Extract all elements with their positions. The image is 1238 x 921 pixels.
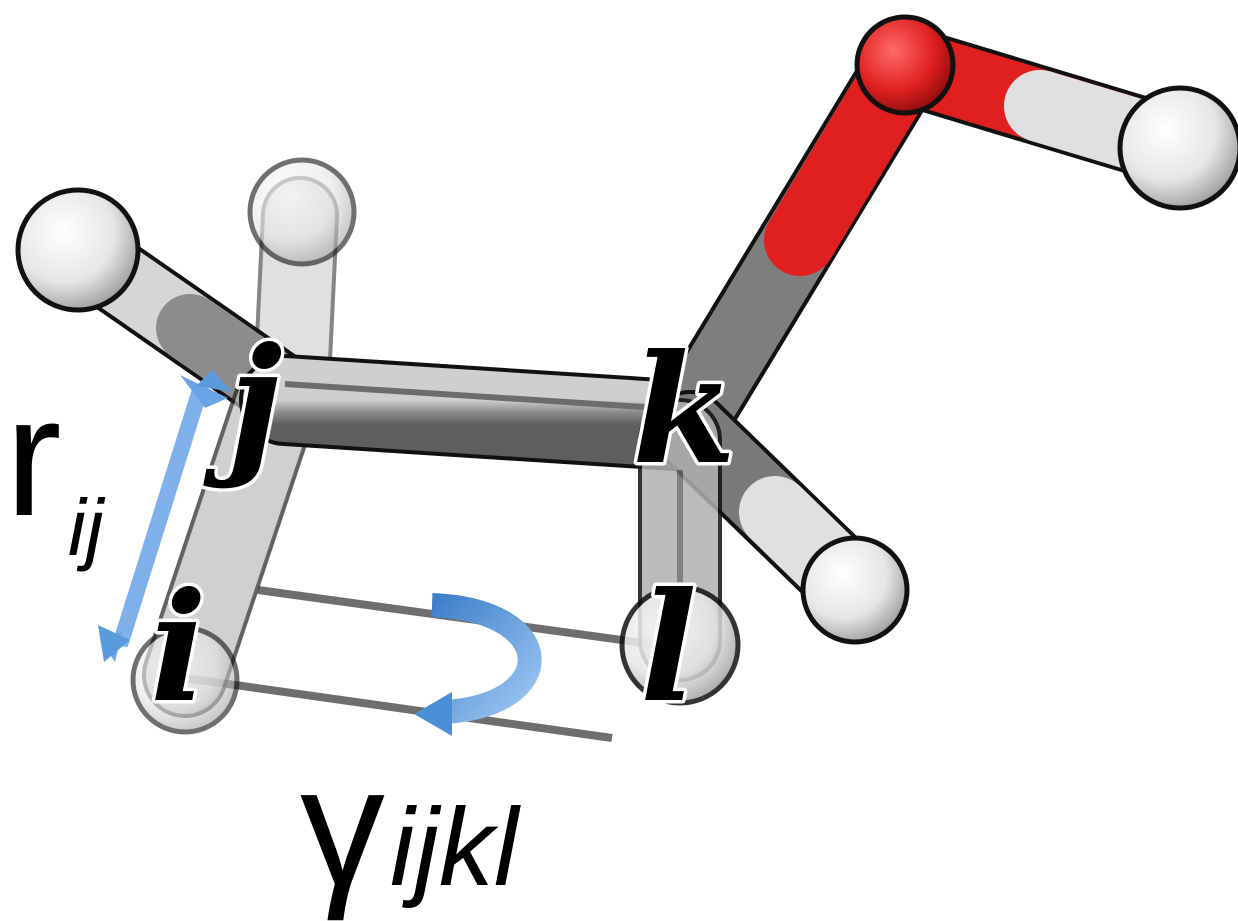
bond-length-subscript: ij — [68, 483, 106, 572]
oxygen-atom — [854, 14, 956, 116]
torsion-rotation-arrow — [414, 593, 542, 736]
torsion-letter: γ — [300, 732, 385, 921]
bond-length-letter: r — [5, 362, 62, 552]
atom-i-sphere — [130, 625, 240, 735]
torsion-symbol: γ ijkl — [300, 732, 521, 921]
atom-label-k: k — [632, 322, 736, 498]
hydrogen-atom-back — [247, 157, 357, 267]
hydrogen-atom-right — [800, 535, 910, 645]
bond-length-symbol: r ij — [5, 362, 106, 572]
bond-length-arrow — [98, 370, 232, 662]
bond-j-k — [239, 354, 721, 471]
hydrogen-atom-left — [15, 187, 141, 313]
atom-l-sphere — [619, 584, 741, 706]
torsion-subscript: ijkl — [390, 786, 521, 909]
atom-label-l: l — [640, 560, 697, 736]
hydrogen-atom-oh — [1117, 85, 1238, 211]
atom-label-i: i — [150, 560, 207, 736]
atoms — [15, 14, 1238, 735]
